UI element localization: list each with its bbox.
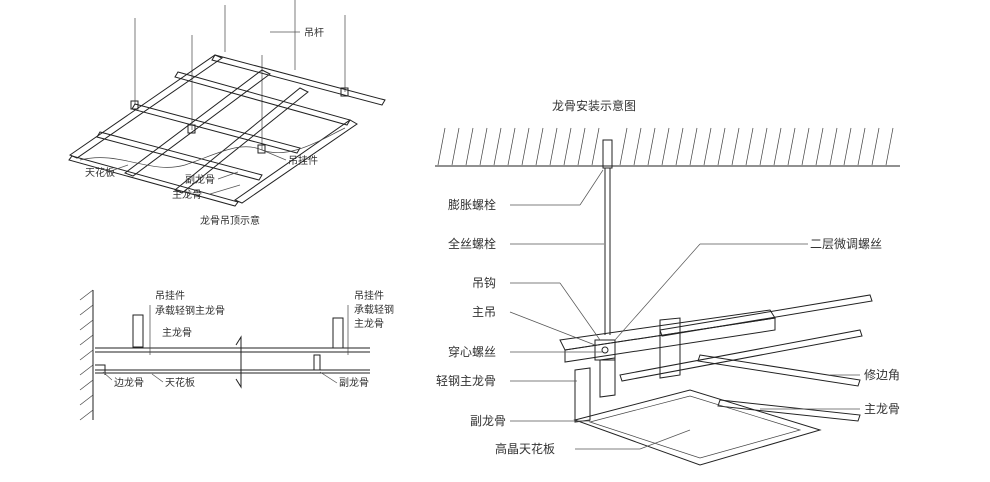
- label-high-crystal-board: 高晶天花板: [495, 441, 555, 456]
- label-bearing-keel-right-2: 主龙骨: [354, 317, 384, 330]
- wall-hatch: [79, 289, 94, 421]
- label-threaded-rod: 全丝螺栓: [448, 236, 496, 251]
- detail-title: 龙骨安装示意图: [552, 98, 636, 113]
- main-hanger-bracket: [594, 339, 616, 361]
- ceiling-section-view: 吊挂件 承载轻钢主龙骨 主龙骨 吊挂件 承载轻钢 主龙骨 边龙骨 天花板 副龙骨: [79, 289, 394, 421]
- section-hanger-left: [132, 314, 144, 348]
- hanger-clip: [130, 100, 139, 110]
- label-sub-keel-top: 副龙骨: [185, 173, 215, 186]
- label-through-screw: 穿心螺丝: [448, 344, 496, 359]
- label-light-steel-main-keel: 轻钢主龙骨: [436, 374, 496, 388]
- ceiling-board-edge: [79, 127, 346, 168]
- edge-keel-shape: [95, 364, 106, 375]
- label-sub-keel-section: 副龙骨: [339, 376, 369, 389]
- label-main-keel: 主龙骨: [864, 402, 900, 416]
- light-steel-main-keel-shape: [574, 367, 591, 423]
- edge-angle-run: [697, 354, 861, 387]
- label-bearing-keel-right-1: 承载轻钢: [354, 303, 394, 316]
- label-hanger-top: 吊挂件: [288, 154, 318, 167]
- hanger-clip: [187, 124, 196, 134]
- through-screw-shape: [601, 346, 609, 354]
- label-edge-keel: 边龙骨: [114, 376, 144, 389]
- label-hanger-section-left: 吊挂件: [155, 289, 185, 302]
- break-mark: [235, 335, 242, 389]
- cross-keels: [68, 54, 386, 207]
- label-hanger-rod: 吊杆: [304, 27, 324, 39]
- label-ceiling-board-section: 天花板: [165, 376, 195, 389]
- hanger-clip: [340, 87, 349, 97]
- label-sub-keel: 副龙骨: [470, 414, 506, 428]
- label-hanger-section-right: 吊挂件: [354, 289, 384, 302]
- secondary-keel-run: [619, 329, 863, 382]
- installation-detail: 龙骨安装示意图: [435, 98, 900, 466]
- expansion-bolt-shape: [602, 139, 613, 169]
- label-ceiling-board-top: 天花板: [85, 166, 115, 179]
- hanger-rods: [134, 0, 346, 150]
- label-expansion-bolt: 膨胀螺栓: [448, 197, 496, 212]
- label-hook: 吊钩: [472, 276, 496, 290]
- vertical-hanger-right: [659, 317, 681, 379]
- label-main-keel-section: 主龙骨: [162, 326, 192, 339]
- label-two-layer-screw: 二层微调螺丝: [810, 237, 882, 251]
- ceiling-slab-hatch: [437, 127, 894, 166]
- section-hanger-right: [332, 317, 344, 349]
- hanger-clip: [257, 144, 266, 154]
- label-main-keel-top: 主龙骨: [172, 188, 202, 201]
- ceiling-grid-3d: 吊杆 吊挂件 天花板 副龙骨 主龙骨 龙骨吊顶示意: [68, 0, 386, 227]
- caption-ceiling-diagram: 龙骨吊顶示意: [200, 214, 260, 227]
- label-main-hanger: 主吊: [472, 305, 496, 319]
- high-crystal-board-shape: [573, 389, 822, 466]
- sub-keel-shape: [313, 354, 321, 371]
- label-bearing-keel-left: 承载轻钢主龙骨: [155, 304, 225, 317]
- label-edge-angle: 修边角: [864, 367, 900, 382]
